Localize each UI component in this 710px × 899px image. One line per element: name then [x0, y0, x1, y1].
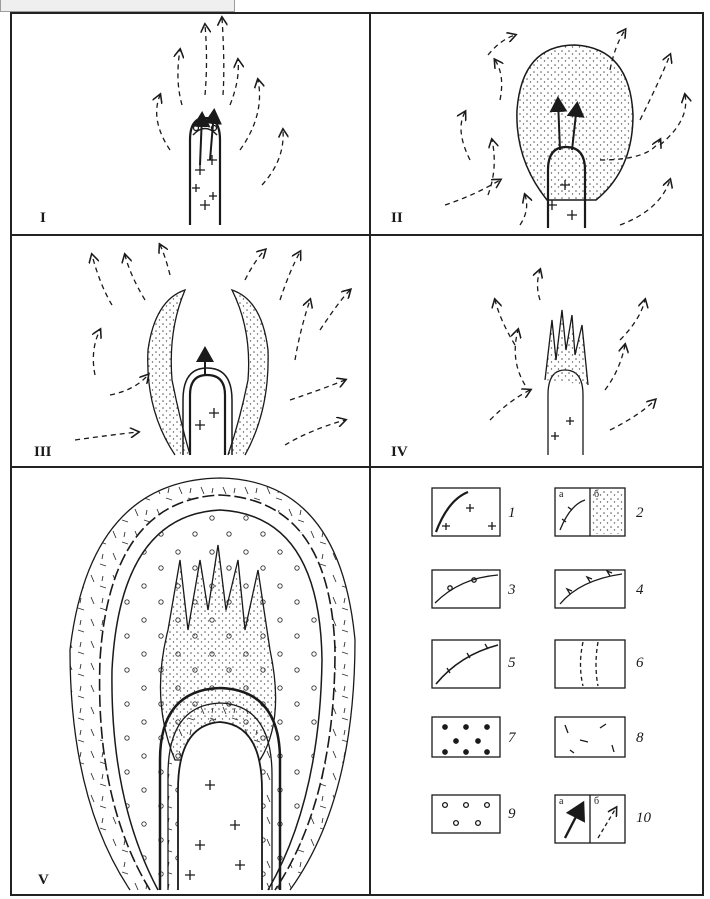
legend-box-6: [555, 640, 625, 688]
panel-4-drawing: [490, 270, 655, 455]
panel-label-4: IV: [391, 444, 408, 461]
legend-num-3: 3: [508, 582, 516, 599]
panel-2-drawing: [445, 30, 686, 228]
legend-num-6: 6: [636, 655, 644, 672]
legend-box-9: [432, 795, 500, 833]
legend-num-10: 10: [636, 810, 651, 827]
panel-3-drawing: [75, 245, 350, 455]
panel-label-5: V: [38, 872, 49, 889]
legend-num-8: 8: [636, 730, 644, 747]
panel-1-drawing: [157, 18, 283, 225]
legend-num-4: 4: [636, 582, 644, 599]
panel-label-1: I: [40, 210, 46, 227]
legend-num-2: 2: [636, 505, 644, 522]
legend-box-8: [555, 717, 625, 757]
legend-2-sub-b: б: [594, 489, 599, 500]
legend-num-7: 7: [508, 730, 516, 747]
panel-label-3: III: [34, 444, 52, 461]
legend-num-9: 9: [508, 806, 516, 823]
legend-num-1: 1: [508, 505, 516, 522]
legend-box-1: [432, 488, 500, 536]
legend-2-sub-a: а: [559, 489, 563, 500]
legend-num-5: 5: [508, 655, 516, 672]
legend-10-sub-a: а: [559, 796, 563, 807]
panel-5-drawing: [70, 478, 355, 890]
panel-label-2: II: [391, 210, 403, 227]
legend-boxes: [432, 488, 625, 843]
legend-10-sub-b: б: [594, 796, 599, 807]
